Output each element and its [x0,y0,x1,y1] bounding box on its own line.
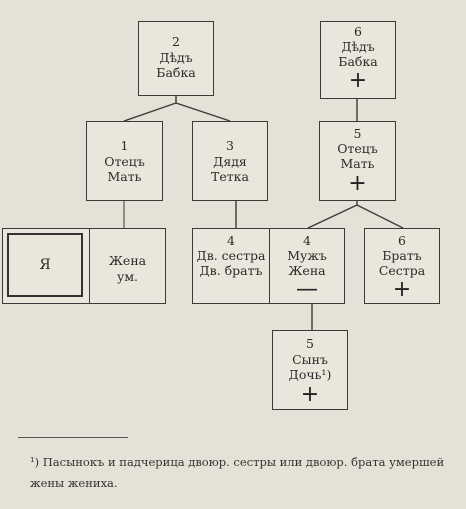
node-number: 6 [398,233,406,248]
node-cousins-and-spouse: 4 Дв. сестра Дв. братъ 4 Мужъ Жена — [192,228,345,304]
deceased-mark: + [348,68,368,93]
connector-to-spouse [307,204,358,229]
node-children: 5 Сынъ Дочь¹) + [272,330,348,410]
deceased-mark: + [392,277,412,302]
self-wife-divider [89,229,90,303]
node-number: 1 [120,138,129,153]
node-line2: Дочь¹) [288,367,332,382]
node-line1: Дв. сестра [196,248,266,263]
node-grandparents-left: 2 Дѣдъ Бабка [138,21,214,96]
node-self-and-wife: Я Жена ум. [2,228,166,304]
node-line2: Мать [107,169,142,184]
footnote: ¹) Пасынокъ и падчерица двоюр. сестры ил… [30,455,445,490]
cousins-cell: 4 Дв. сестра Дв. братъ [193,229,269,303]
connector-to-uncle [175,102,231,122]
node-line2: Жена [288,263,326,278]
node-uncle-aunt: 3 Дядя Тетка [192,121,268,201]
node-parents: 1 Отецъ Мать [86,121,163,201]
node-number: 5 [306,336,314,351]
connector-to-parents [123,102,177,122]
node-line2: Мать [340,156,375,171]
footnote-rule [18,437,128,438]
node-number: 5 [353,126,362,141]
node-line2: Бабка [156,65,196,80]
node-line1: Сынъ [292,352,328,367]
wife-line1: Жена [108,253,147,268]
node-line1: Дядя [213,154,247,169]
node-line2: Тетка [211,169,249,184]
cousins-spouse-divider [269,229,270,303]
spouse-cell: 4 Мужъ Жена — [270,229,344,303]
wife-cell: Жена ум. [90,229,165,303]
node-line1: Мужъ [287,248,327,263]
node-line2: Бабка [338,54,378,69]
node-line2: Дв. братъ [199,263,263,278]
node-grandparents-right: 6 Дѣдъ Бабка + [320,21,396,99]
connector-lines [123,96,404,330]
node-number: 6 [354,24,362,39]
wife-line2: ум. [116,269,139,284]
node-line1: Дѣдъ [159,50,193,65]
deceased-mark: + [300,382,320,407]
node-number: 4 [303,233,311,248]
node-line1: Отецъ [104,154,145,169]
node-parents-right: 5 Отецъ Мать + [319,121,396,201]
node-line1: Отецъ [337,141,378,156]
connector-to-siblings [356,204,404,229]
node-number: 2 [172,34,180,49]
node-siblings: 6 Братъ Сестра + [364,228,440,304]
node-line2: Сестра [378,263,426,278]
dash-mark: — [296,277,318,302]
node-line1: Дѣдъ [341,39,375,54]
node-number: 3 [226,138,234,153]
deceased-mark: + [348,171,367,196]
self-box: Я [7,233,83,297]
node-number: 4 [227,233,235,248]
self-label: Я [39,257,51,273]
node-line1: Братъ [382,248,422,263]
